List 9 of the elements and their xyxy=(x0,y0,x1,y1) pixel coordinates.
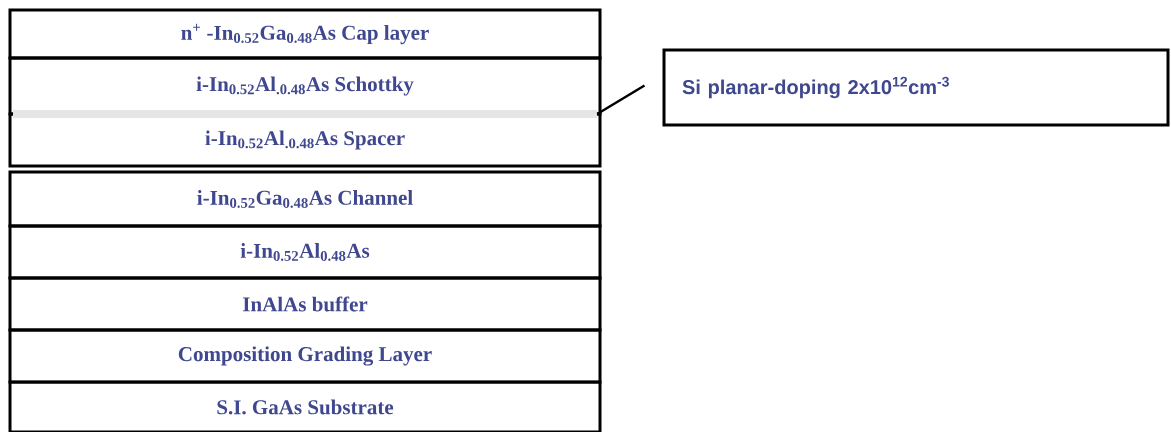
layer-box: i-In$_{0.52}$Al$_{0.48}$As xyxy=(8,224,602,280)
layer-box: i-In$_{0.52}$Ga$_{0.48}$As Channel xyxy=(8,170,602,228)
layer-box: InAlAs buffer xyxy=(8,276,602,332)
leader-line xyxy=(596,84,646,116)
layer-box: n$^{+}$ -In$_{0.52}$Ga$_{0.48}$As Cap layer xyxy=(8,8,602,60)
layer-box: S.I. GaAs Substrate xyxy=(8,380,602,432)
callout-box: Si planar-doping 2x10$^{12}$cm$^{-3}$ xyxy=(662,48,1170,127)
layer-box: Composition Grading Layer xyxy=(8,328,602,384)
doping-plane xyxy=(13,110,597,118)
